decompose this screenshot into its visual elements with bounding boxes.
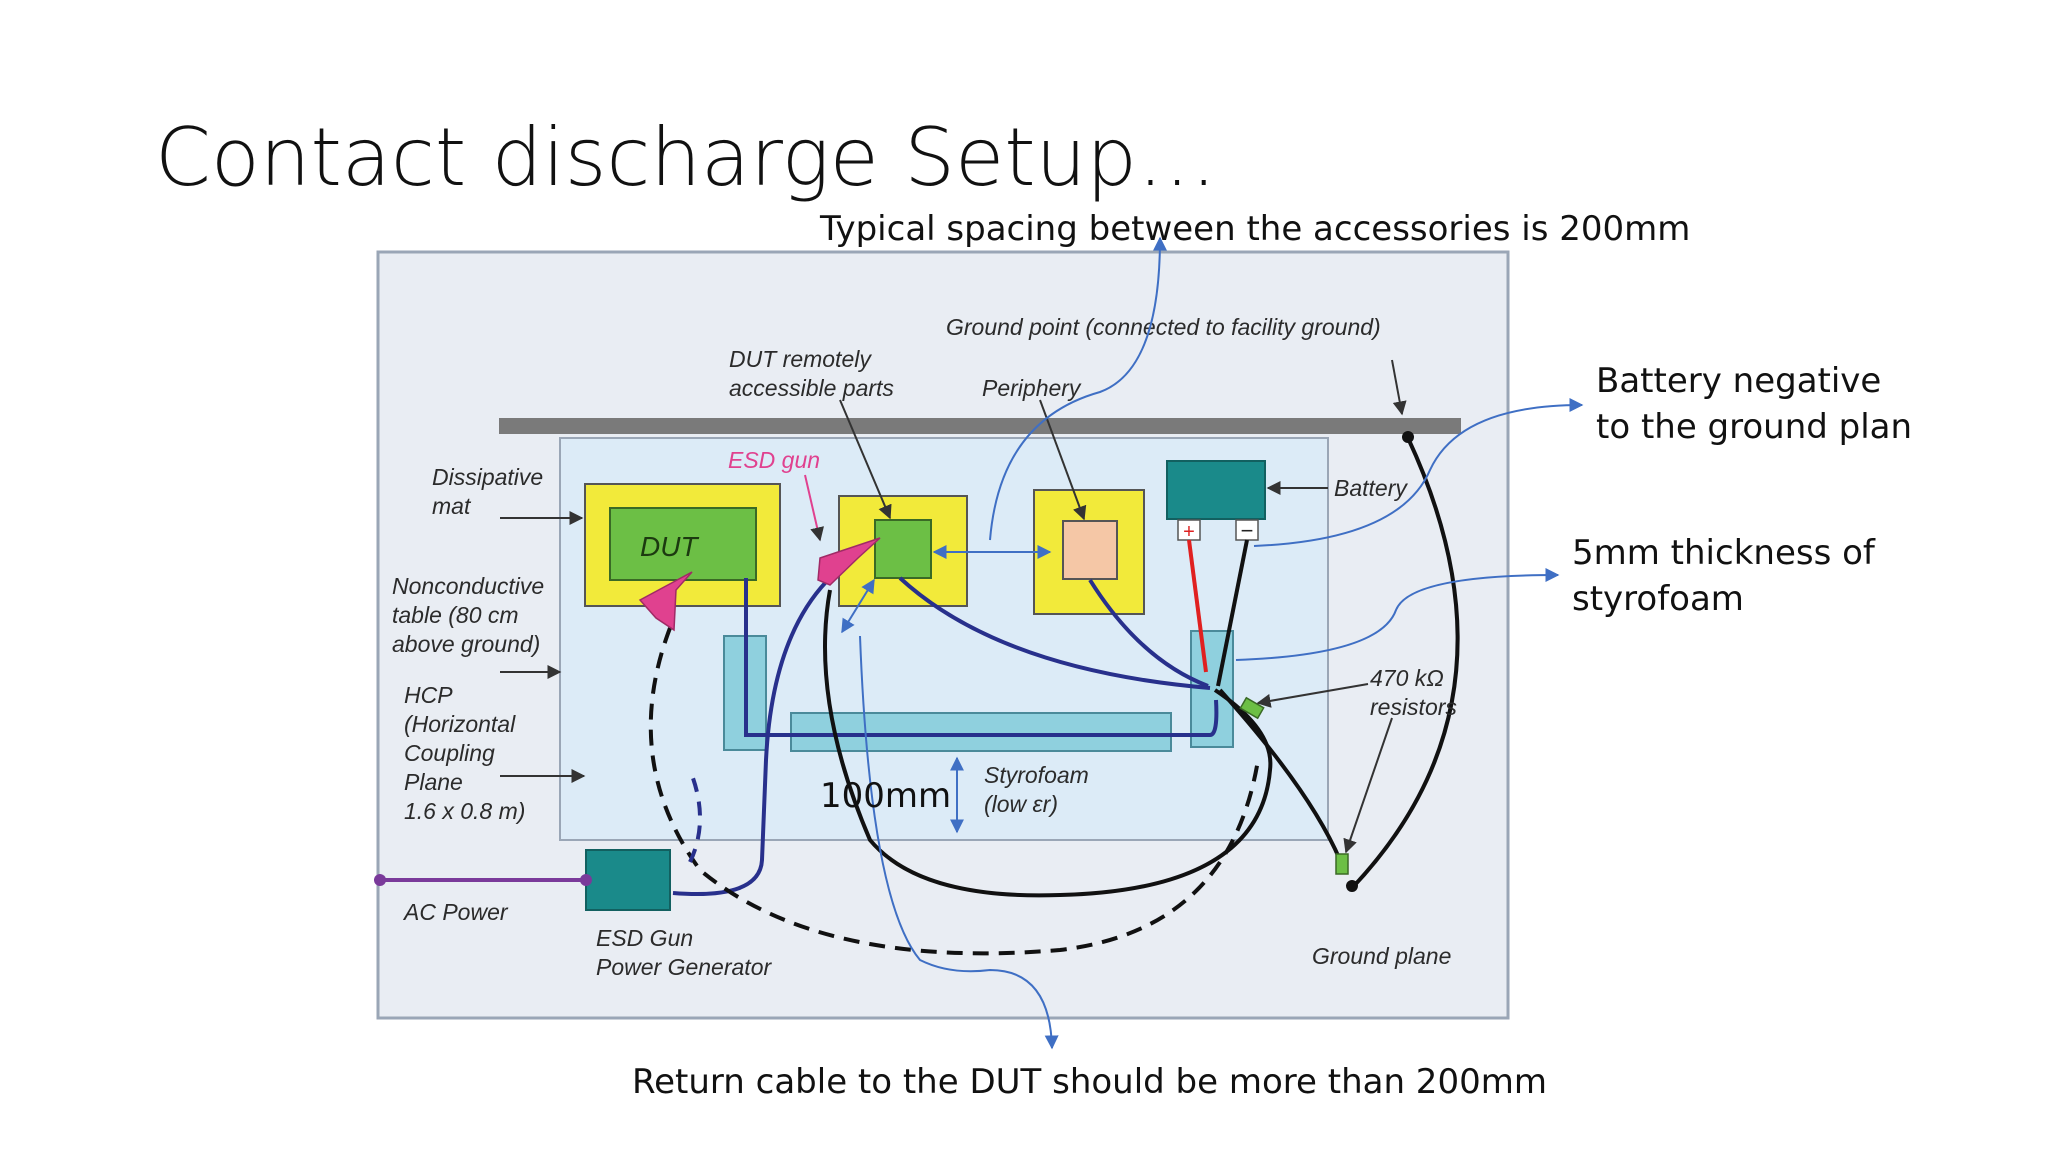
periphery-cable: [1088, 578, 1209, 688]
battery-plus-sign: +: [1183, 521, 1195, 543]
label-styrofoam-2: (low εr): [984, 791, 1058, 817]
styrofoam-bottom: [790, 712, 1172, 752]
label-hcp-2: (Horizontal: [404, 711, 516, 737]
resistor-1: [1239, 696, 1265, 720]
label-hcp-5: 1.6 x 0.8 m): [404, 798, 525, 824]
battery-minus-sign: −: [1241, 518, 1254, 543]
return-cable-black-1: [823, 589, 1273, 898]
ground-strap-black: [1350, 437, 1460, 890]
return-cable-black-2: [1218, 688, 1342, 861]
label-dut-remote-1: DUT remotely: [729, 346, 872, 372]
label-periphery: Periphery: [982, 375, 1082, 401]
leader-periphery: [1039, 399, 1087, 521]
battery-negative-annotation-line2: to the ground plan: [1596, 407, 1913, 447]
label-ac-power: AC Power: [402, 899, 509, 925]
ac-power-dot-left: [374, 874, 386, 886]
label-dut: DUT: [640, 531, 699, 562]
battery-negative-annotation-line1: Battery negative: [1596, 361, 1882, 401]
label-resistors-2: resistors: [1370, 694, 1457, 720]
label-ground-plane: Ground plane: [1312, 943, 1451, 969]
battery-minus-wire: [1216, 539, 1249, 687]
leader-resistors-2: [1343, 717, 1393, 854]
ground-point-dot: [1402, 431, 1414, 443]
label-styrofoam-1: Styrofoam: [984, 762, 1089, 788]
leader-ground-point: [1391, 359, 1407, 416]
label-esd-gun: ESD gun: [728, 447, 820, 473]
esd-gun-shape-2: [817, 537, 881, 586]
spacing-arrow: [989, 236, 1167, 541]
slide-title: Contact discharge Setup…: [155, 111, 1218, 204]
styrofoam-thickness-arrow: [1235, 568, 1560, 661]
return-cable-arrow: [859, 635, 1059, 1050]
remote-parts-box: [874, 519, 932, 579]
label-table-1: Nonconductive: [392, 573, 544, 599]
leader-esd-gun: [804, 474, 824, 542]
generator-gun-cable: [672, 580, 828, 896]
label-dissipative-1: Dissipative: [432, 464, 543, 490]
generator-dashed: [688, 769, 702, 863]
label-hcp-3: Coupling: [404, 740, 495, 766]
label-resistors-1: 470 kΩ: [1370, 665, 1444, 691]
battery-plus-wire: [1187, 539, 1208, 673]
label-generator-1: ESD Gun: [596, 925, 693, 951]
spacing-annotation: Typical spacing between the accessories …: [820, 209, 1691, 249]
periphery-box: [1062, 520, 1118, 580]
label-table-2: table (80 cm: [392, 602, 519, 628]
battery-negative-arrow: [1253, 398, 1584, 547]
label-battery: Battery: [1334, 475, 1408, 501]
leader-resistors-1: [1256, 683, 1369, 708]
ac-power-dot-right: [580, 874, 592, 886]
leader-remote: [839, 399, 892, 520]
label-table-3: above ground): [392, 631, 540, 657]
ground-plane-dot: [1346, 880, 1358, 892]
esd-gun-return-dashed: [648, 627, 1260, 956]
label-generator-2: Power Generator: [596, 954, 772, 980]
label-dut-remote-2: accessible parts: [729, 375, 894, 401]
label-hcp-1: HCP: [404, 682, 453, 708]
styrofoam-annotation-line1: 5mm thickness of: [1572, 533, 1875, 573]
height-annotation: 100mm: [820, 776, 952, 816]
esd-gun-shape-1: [638, 571, 693, 632]
resistor-2: [1335, 853, 1349, 875]
label-dissipative-2: mat: [432, 493, 472, 519]
battery-box: [1166, 460, 1266, 520]
styrofoam-annotation-line2: styrofoam: [1572, 579, 1744, 619]
dut-cable: [744, 578, 1219, 737]
label-ground-point: Ground point (connected to facility grou…: [946, 314, 1381, 340]
esd-generator-box: [585, 849, 671, 911]
return-cable-annotation: Return cable to the DUT should be more t…: [632, 1062, 1547, 1102]
spacing-diag-arrow: [841, 578, 875, 634]
label-hcp-4: Plane: [404, 769, 463, 795]
ground-bar: [499, 418, 1461, 434]
remote-cable: [898, 576, 1211, 690]
